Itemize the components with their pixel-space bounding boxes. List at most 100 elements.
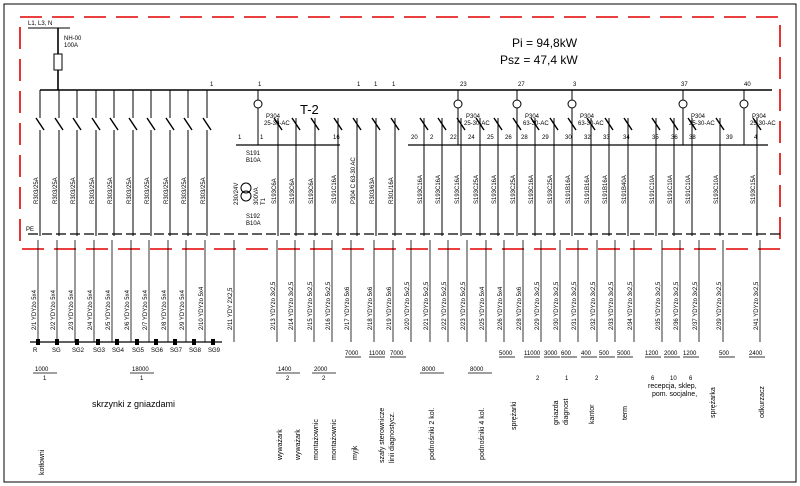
group-count: 1	[43, 376, 47, 382]
cable: 2/17 YDYżo 5x6	[345, 240, 352, 342]
load-name: diagnost	[563, 398, 570, 425]
breaker-label: R303/25A	[164, 177, 170, 204]
rcd-type: P304	[752, 114, 767, 120]
switch-contact-icon	[715, 117, 725, 131]
socket-boxes-label: skrzynki z gniazdami	[92, 399, 175, 409]
load-name: gniazda	[553, 400, 560, 425]
group-count: 2	[286, 376, 290, 382]
breaker: S191C10A	[686, 117, 697, 236]
cable: 2/10 YDYżo 5x4	[199, 240, 206, 342]
switch-contact-icon	[109, 117, 119, 131]
rcd-rating: 25-30-AC	[689, 121, 715, 127]
circuit-number: 28	[521, 135, 528, 141]
load-name: myjk	[352, 445, 359, 460]
switch-contact-icon	[291, 117, 301, 131]
load-power-value: 7000	[345, 351, 359, 357]
group-count: 2	[536, 376, 540, 382]
load-power-value: 2000	[664, 351, 678, 357]
group-load: 1	[565, 376, 569, 382]
cable: 2/15 YDYżo 5x2,5	[308, 240, 315, 342]
cable: 2/36 YDYżo 3x2,5	[674, 240, 681, 342]
switch-contact-icon	[437, 117, 447, 131]
switch-contact-icon	[475, 117, 485, 131]
terminal-label: SG4	[112, 348, 125, 354]
breaker: R303/25A	[90, 90, 101, 236]
load-power: 400	[581, 351, 597, 358]
group-load: 8000	[420, 367, 444, 374]
load-name: montażownic	[331, 419, 338, 460]
rcd-icon	[739, 99, 749, 109]
recepcja-label-1: recepcja, sklep,	[648, 383, 697, 390]
terminal: SG9	[208, 339, 221, 354]
circuit-number: 1	[260, 135, 264, 141]
load-power-value: 7000	[390, 351, 404, 357]
breaker: R301/16A	[389, 117, 400, 236]
load-power: 7000	[345, 351, 361, 358]
bus-tap-number: 3	[573, 82, 577, 88]
outer-frame	[3, 3, 797, 483]
cable: 2/34 YDYżo 3x2,5	[628, 240, 635, 342]
cable: 2/9 YDYżo 5x4	[180, 240, 187, 342]
cable-label: 2/33 YDYżo 3x2,5	[609, 281, 615, 330]
group-load-value: 8000	[470, 367, 484, 373]
transformer-rating-group: 300VA T1	[254, 187, 267, 205]
breaker: S191B16A	[566, 117, 577, 236]
cable-label: 2/10 YDYżo 5x4	[199, 286, 205, 330]
cable-label: 2/14 YDYżo 3x2,5	[289, 281, 295, 330]
bus-tap-number: 37	[681, 82, 688, 88]
s191-rating: B10A	[246, 158, 261, 164]
load-power: 2400	[749, 351, 765, 358]
cable: 2/8 YDYżo 5x4	[162, 240, 169, 342]
load-name: sprężarka	[710, 387, 717, 418]
breaker: S191B40A	[622, 117, 633, 236]
group-load: 10	[670, 376, 677, 382]
load-power-value: 11000	[524, 351, 541, 357]
terminal-label: SG2	[72, 348, 85, 354]
breaker-label: R303/25A	[108, 177, 114, 204]
breaker: S191C16A	[332, 117, 343, 236]
terminal: SG	[52, 339, 61, 354]
load-name: wyważark	[295, 429, 302, 461]
breaker: R303/25A	[164, 90, 175, 236]
switch-contact-icon	[456, 117, 466, 131]
breaker-label: R303/25A	[53, 177, 59, 204]
switch-contact-icon	[91, 117, 101, 131]
breaker: S193C25A	[548, 117, 559, 236]
terminal-icon	[55, 339, 59, 345]
cable: 2/32 YDYżo 3x2,5	[591, 240, 598, 342]
cable-label: 2/37 YDYżo 3x2,5	[693, 281, 699, 330]
cable-label: 2/31 YDYżo 3x2,5	[572, 281, 578, 330]
s192-rating: B10A	[246, 221, 261, 227]
breaker: R303/25A	[201, 90, 212, 236]
terminal-label: SG3	[93, 348, 106, 354]
load-name: podnośniki 2 kol.	[429, 408, 436, 460]
breaker-label: S193C6A	[290, 178, 296, 204]
terminal-icon	[36, 339, 40, 345]
cable-label: 2/6 YDYżo 5x4	[125, 289, 131, 330]
switch-contact-icon	[586, 117, 596, 131]
breaker-label: S193C15A	[751, 175, 757, 204]
cable: 2/25 YDYżo 5x4	[480, 240, 487, 342]
load-power: 2000	[664, 351, 680, 358]
switch-contact-icon	[352, 117, 362, 131]
switch-contact-icon	[390, 117, 400, 131]
breaker: S193C16A	[492, 117, 503, 236]
cable-label: 2/1 YDYżo 5x4	[32, 289, 38, 330]
rcd-icon	[453, 99, 463, 109]
cable: 2/3 YDYżo 5x4	[69, 240, 76, 342]
breaker: S193C6A	[272, 117, 283, 236]
breaker-label: S193C25A	[548, 175, 554, 204]
rcd-type: P304	[266, 114, 281, 120]
load-name: montażownic	[313, 419, 320, 460]
circuit-number: 1	[238, 135, 242, 141]
cable: 2/11 YDY 2X2,5	[228, 240, 235, 342]
terminal-icon	[173, 339, 177, 345]
breaker: S193C25A	[511, 117, 522, 236]
breaker-label: R303/25A	[90, 177, 96, 204]
terminal-icon	[192, 339, 196, 345]
rcd-rating: 25-30-AC	[464, 121, 490, 127]
load-power-value: 500	[719, 351, 730, 357]
